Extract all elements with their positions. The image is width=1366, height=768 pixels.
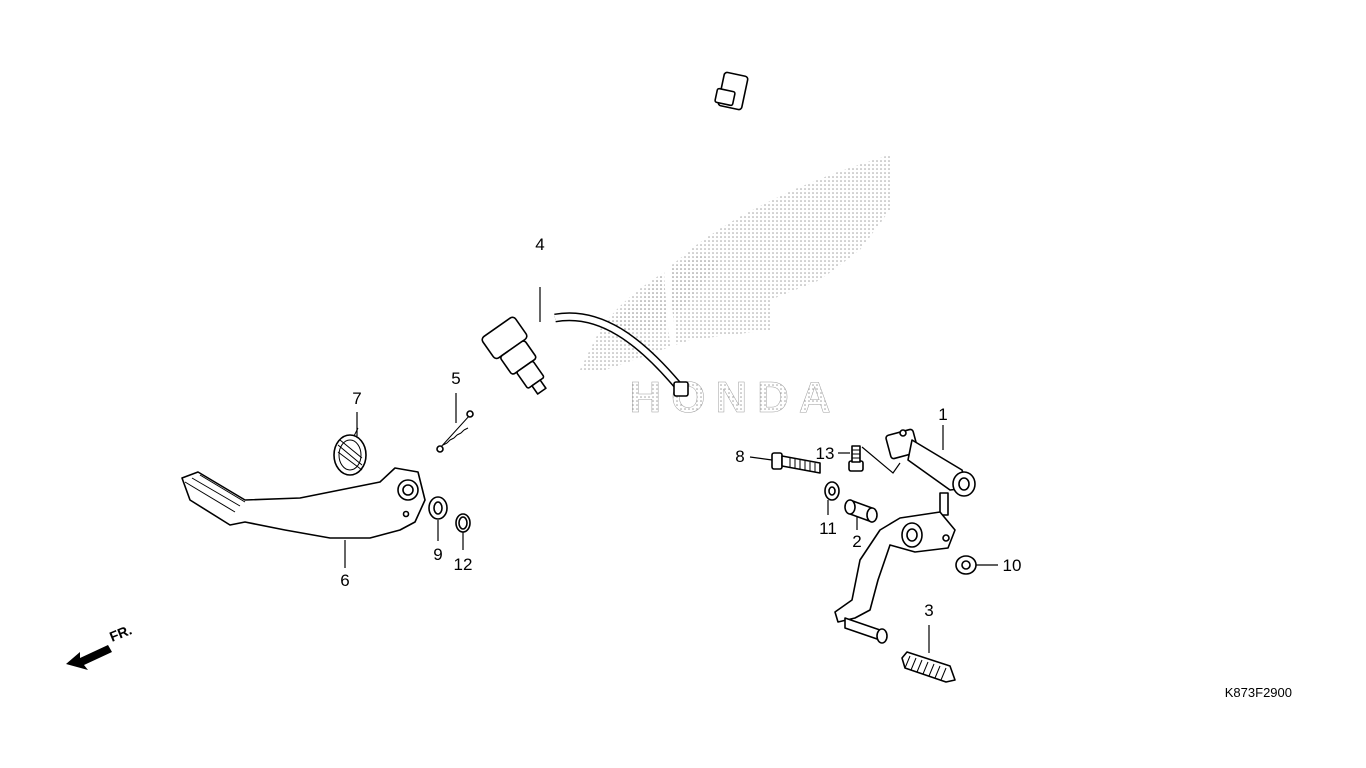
part-number-2: 2 (852, 532, 861, 551)
washer-10[interactable] (955, 555, 977, 575)
honda-watermark-text: HONDA (629, 373, 840, 422)
pedal-return-spring[interactable] (333, 427, 367, 476)
leader-lines (344, 287, 998, 653)
part-number-5: 5 (451, 369, 460, 388)
part-number-4: 4 (535, 235, 544, 254)
circlip-12[interactable] (455, 513, 471, 533)
collar-2[interactable] (844, 499, 878, 523)
washer-9[interactable] (428, 496, 448, 520)
front-direction-arrow-icon (66, 645, 112, 670)
part-number-12: 12 (454, 555, 473, 574)
part-number-10: 10 (1003, 556, 1022, 575)
honda-wing-watermark (580, 155, 890, 372)
brake-light-switch[interactable] (481, 71, 749, 403)
part-number-11: 11 (819, 519, 837, 538)
gearshift-arm[interactable] (885, 428, 976, 516)
drawing-code: K873F2900 (1225, 685, 1292, 700)
bolt-8[interactable] (771, 452, 821, 474)
bolt-13[interactable] (848, 445, 864, 472)
part-number-13: 13 (816, 444, 835, 463)
part-number-6: 6 (340, 571, 349, 590)
part-number-8: 8 (735, 447, 744, 466)
part-number-7: 7 (352, 389, 361, 408)
front-direction-label: FR. (107, 621, 134, 644)
washer-11[interactable] (824, 481, 840, 501)
part-number-9: 9 (433, 545, 442, 564)
return-spring[interactable] (436, 410, 474, 453)
part-number-3: 3 (924, 601, 933, 620)
part-number-1: 1 (938, 405, 947, 424)
brake-pedal[interactable] (181, 467, 426, 539)
gearshift-pedal[interactable] (834, 511, 956, 644)
gearshift-rubber[interactable] (901, 651, 956, 683)
